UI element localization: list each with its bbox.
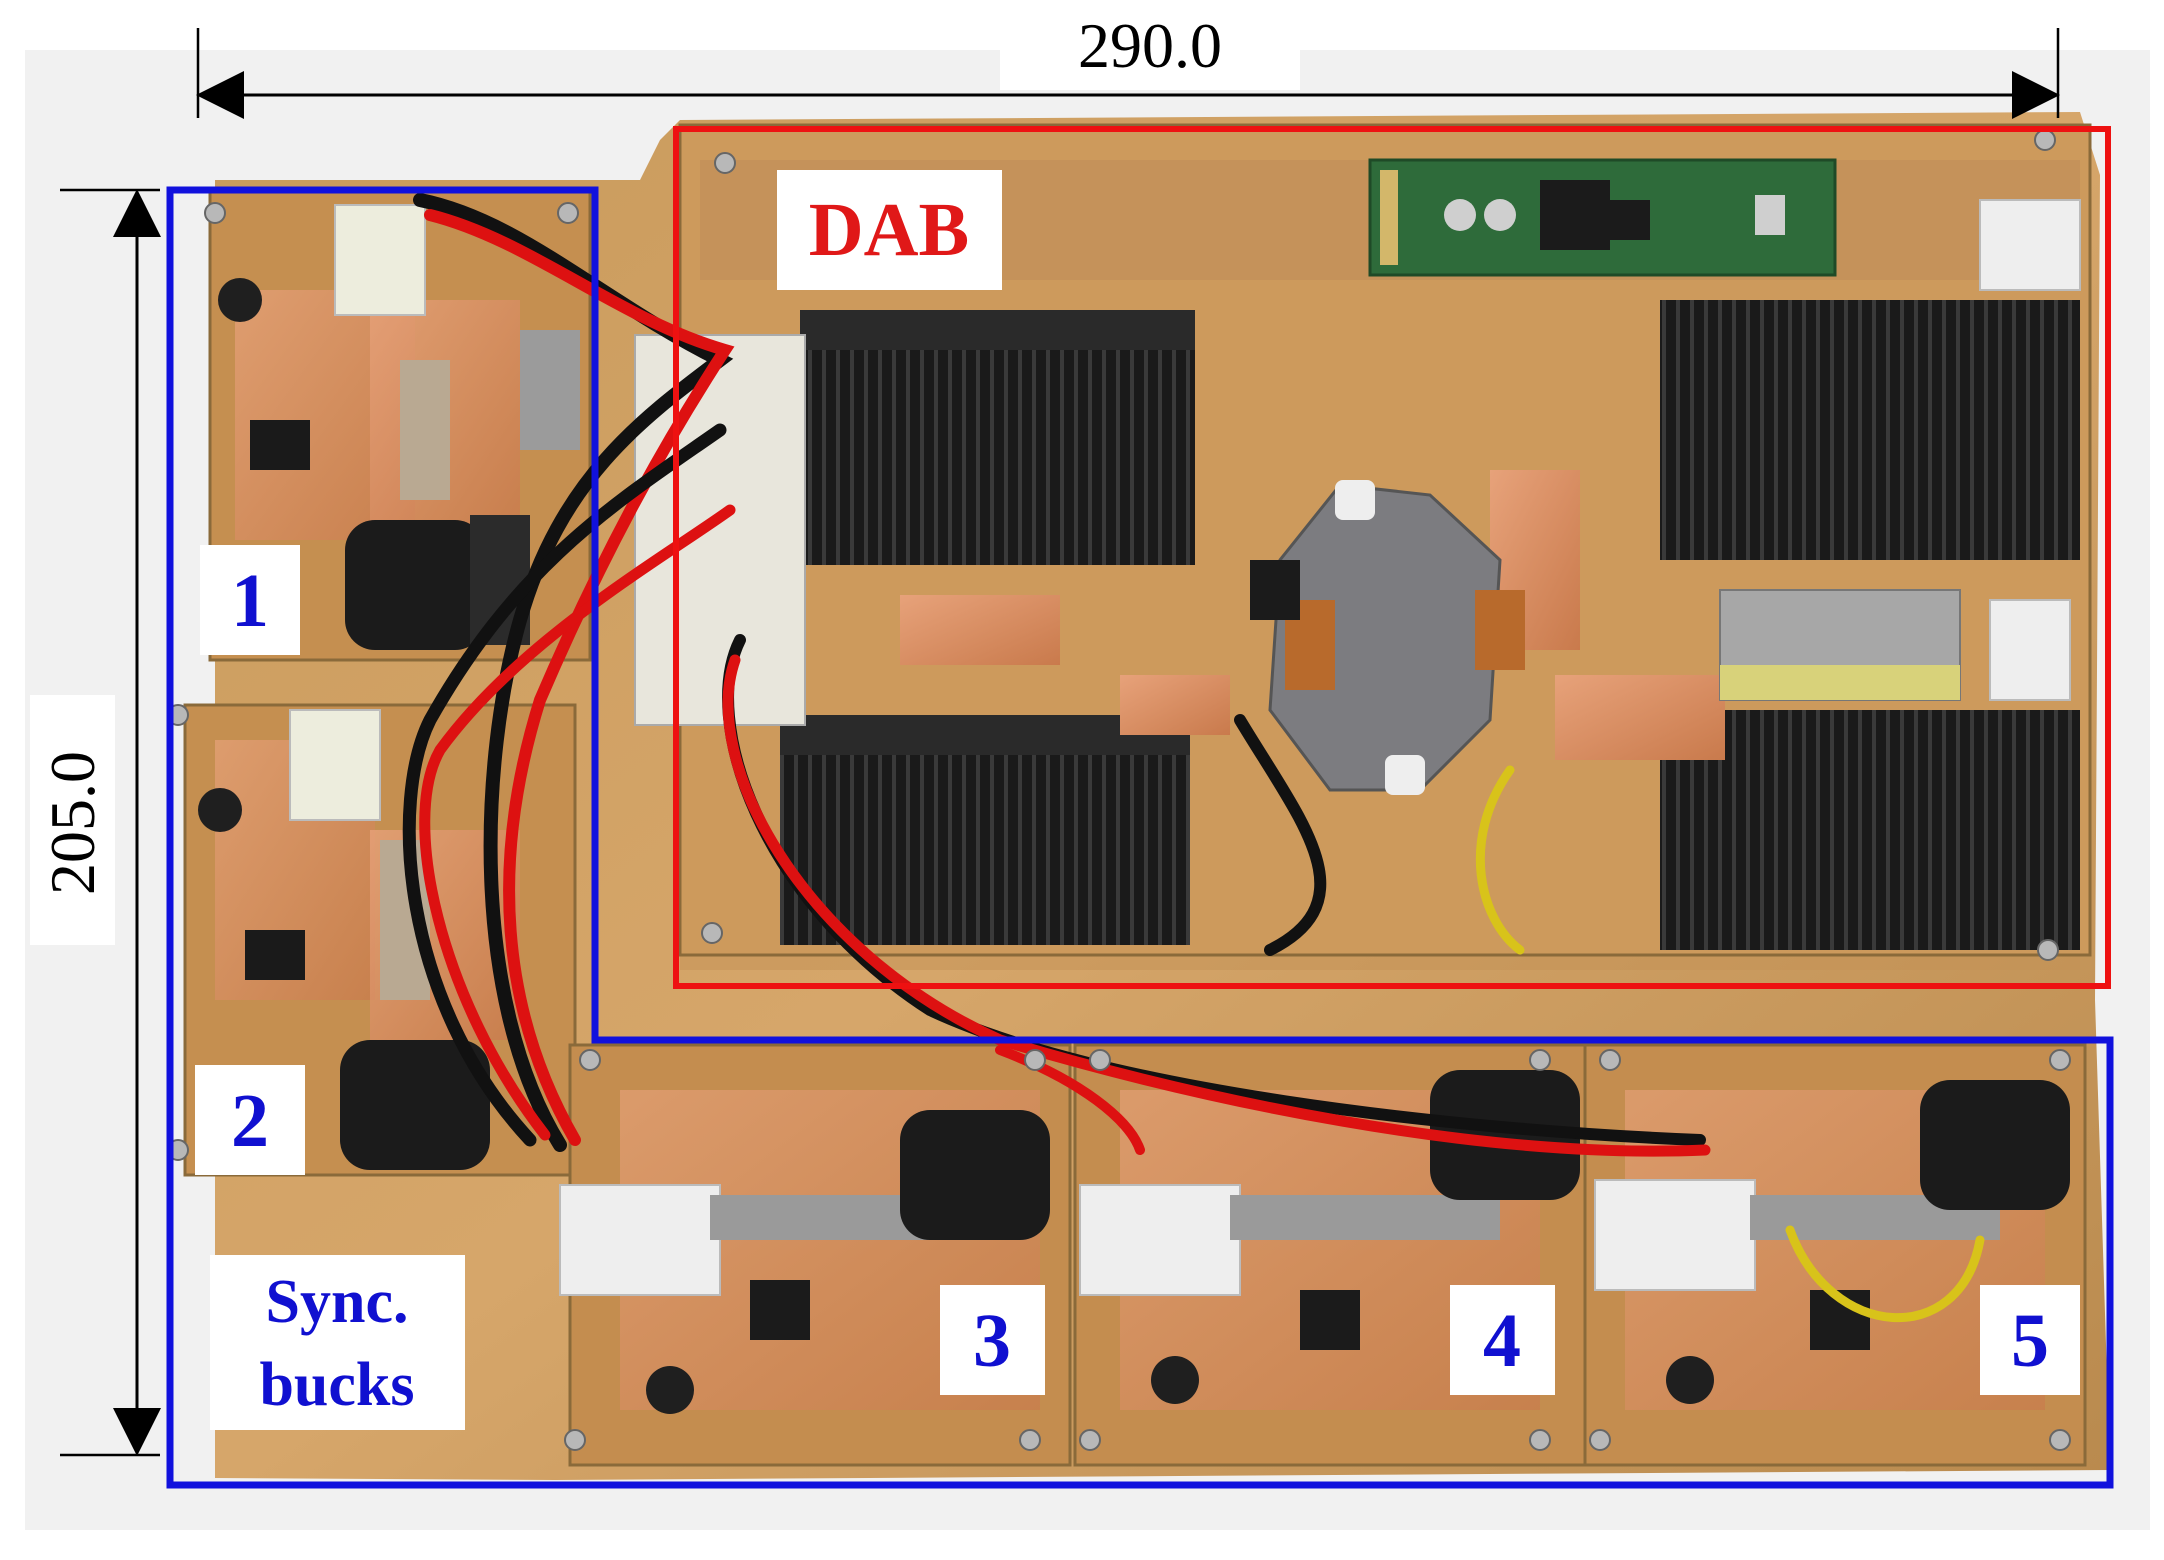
height-label: 205.0 bbox=[37, 751, 108, 895]
svg-text:4: 4 bbox=[1483, 1299, 1521, 1383]
svg-text:3: 3 bbox=[973, 1299, 1011, 1383]
heatsink-4 bbox=[1660, 710, 2080, 950]
width-dimension: 290.0 bbox=[196, 10, 2060, 119]
module-label-1: 1 bbox=[200, 545, 300, 655]
module-label-3: 3 bbox=[940, 1285, 1045, 1395]
sync-buck-outline bbox=[166, 186, 2114, 1489]
svg-text:1: 1 bbox=[231, 559, 269, 643]
control-board bbox=[1368, 158, 1837, 277]
heatsink-1 bbox=[800, 310, 1195, 565]
planar-transformer bbox=[1268, 480, 1525, 795]
module-label-5: 5 bbox=[1980, 1285, 2080, 1395]
dab-connectors bbox=[634, 199, 2081, 726]
dab-label: DAB bbox=[777, 170, 1002, 290]
sync-bucks-label: Sync. bucks bbox=[210, 1255, 465, 1430]
svg-text:2: 2 bbox=[231, 1079, 269, 1163]
buck-board-3 bbox=[559, 1043, 1072, 1467]
heatsink-3 bbox=[1660, 300, 2080, 560]
module-label-4: 4 bbox=[1450, 1285, 1555, 1395]
mounting-screws bbox=[167, 129, 2071, 1451]
svg-text:5: 5 bbox=[2011, 1299, 2049, 1383]
svg-text:bucks: bucks bbox=[259, 1351, 414, 1419]
module-label-2: 2 bbox=[195, 1065, 305, 1175]
height-dimension: 205.0 bbox=[30, 188, 161, 1457]
svg-text:Sync.: Sync. bbox=[266, 1268, 409, 1336]
dab-outline bbox=[673, 126, 2111, 989]
svg-text:DAB: DAB bbox=[809, 188, 969, 272]
buck-board-5 bbox=[1583, 1043, 2087, 1467]
width-label: 290.0 bbox=[1078, 10, 1222, 81]
